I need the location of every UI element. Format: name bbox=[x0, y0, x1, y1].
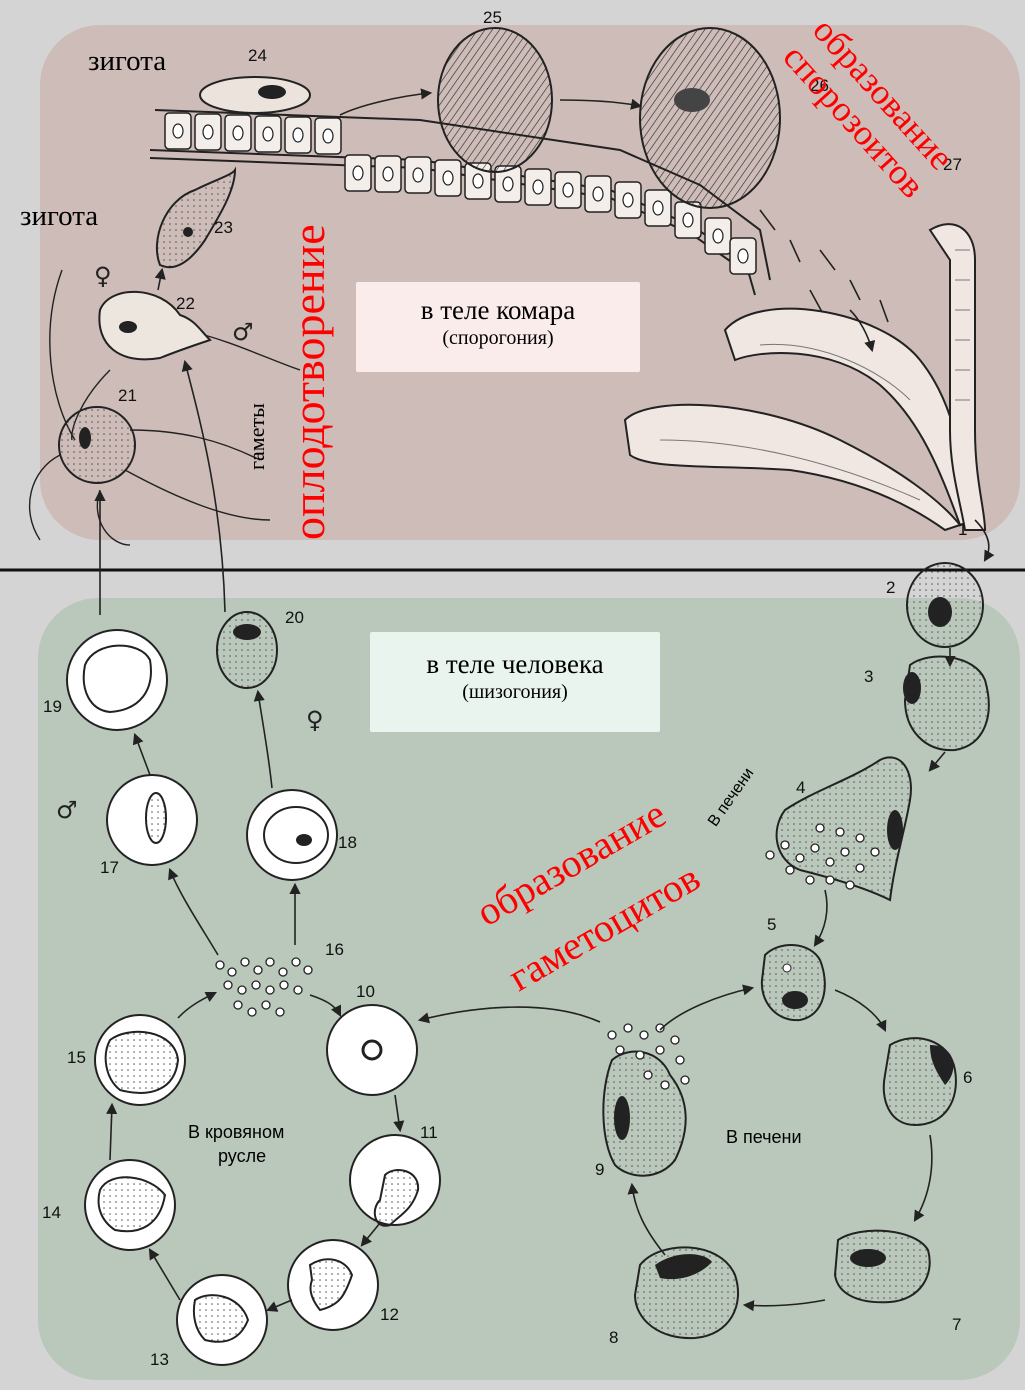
female-symbol-mosquito: ♀ bbox=[94, 262, 112, 290]
stage-number-6: 6 bbox=[963, 1068, 972, 1088]
label-gametes: гаметы bbox=[244, 403, 270, 470]
stage-number-17: 17 bbox=[100, 858, 119, 878]
stage-number-13: 13 bbox=[150, 1350, 169, 1370]
mosquito-zone-title: в теле комара bbox=[356, 282, 640, 326]
stage-number-1: 1 bbox=[958, 520, 967, 540]
stage-number-10: 10 bbox=[356, 982, 375, 1002]
stage-number-11: 11 bbox=[420, 1123, 438, 1143]
stage-number-7: 7 bbox=[952, 1315, 961, 1335]
male-symbol-human: ♂ bbox=[56, 796, 78, 824]
label-zygote-left: зигота bbox=[20, 200, 98, 233]
stage-number-16: 16 bbox=[325, 940, 344, 960]
stage-number-3: 3 bbox=[864, 667, 873, 687]
stage-number-14: 14 bbox=[42, 1203, 61, 1223]
stage-number-20: 20 bbox=[285, 608, 304, 628]
stage-3-liver-cell bbox=[905, 657, 989, 751]
stage-number-19: 19 bbox=[43, 697, 62, 717]
label-in-blood-line1: В кровяном bbox=[188, 1122, 284, 1143]
mosquito-zone-caption: в теле комара (спорогония) bbox=[356, 282, 640, 372]
stage-number-18: 18 bbox=[338, 833, 357, 853]
stage-20-macrogametocyte bbox=[217, 612, 277, 688]
human-zone-title: в теле человека bbox=[370, 632, 660, 680]
stage-number-25: 25 bbox=[483, 8, 502, 28]
stage-number-4: 4 bbox=[796, 778, 805, 798]
stage-21-macrogamete bbox=[59, 407, 135, 483]
mosquito-zone-subtitle: (спорогония) bbox=[356, 326, 640, 350]
stage-26-oocyst bbox=[640, 28, 780, 208]
stage-7-liver-schizont bbox=[835, 1231, 930, 1303]
stage-number-15: 15 bbox=[67, 1048, 86, 1068]
overlay-fertilization: оплодотворение bbox=[282, 224, 335, 540]
human-zone-subtitle: (шизогония) bbox=[370, 680, 660, 704]
stage-number-5: 5 bbox=[767, 915, 776, 935]
stage-number-21: 21 bbox=[118, 386, 137, 406]
male-symbol-mosquito: ♂ bbox=[232, 318, 254, 346]
human-zone-caption: в теле человека (шизогония) bbox=[370, 632, 660, 732]
stage-number-23: 23 bbox=[214, 218, 233, 238]
label-zygote-top: зигота bbox=[88, 45, 166, 78]
stage-number-2: 2 bbox=[886, 578, 895, 598]
label-in-blood-line2: русле bbox=[218, 1146, 266, 1167]
stage-number-12: 12 bbox=[380, 1305, 399, 1325]
stage-25-oocyst bbox=[438, 28, 552, 172]
label-in-liver-bottom: В печени bbox=[726, 1127, 802, 1148]
stage-number-24: 24 bbox=[248, 46, 267, 66]
stage-number-9: 9 bbox=[595, 1160, 604, 1180]
stage-24-ookinete bbox=[200, 77, 310, 113]
stage-number-22: 22 bbox=[176, 294, 195, 314]
stage-number-8: 8 bbox=[609, 1328, 618, 1348]
female-symbol-human: ♀ bbox=[306, 706, 324, 734]
